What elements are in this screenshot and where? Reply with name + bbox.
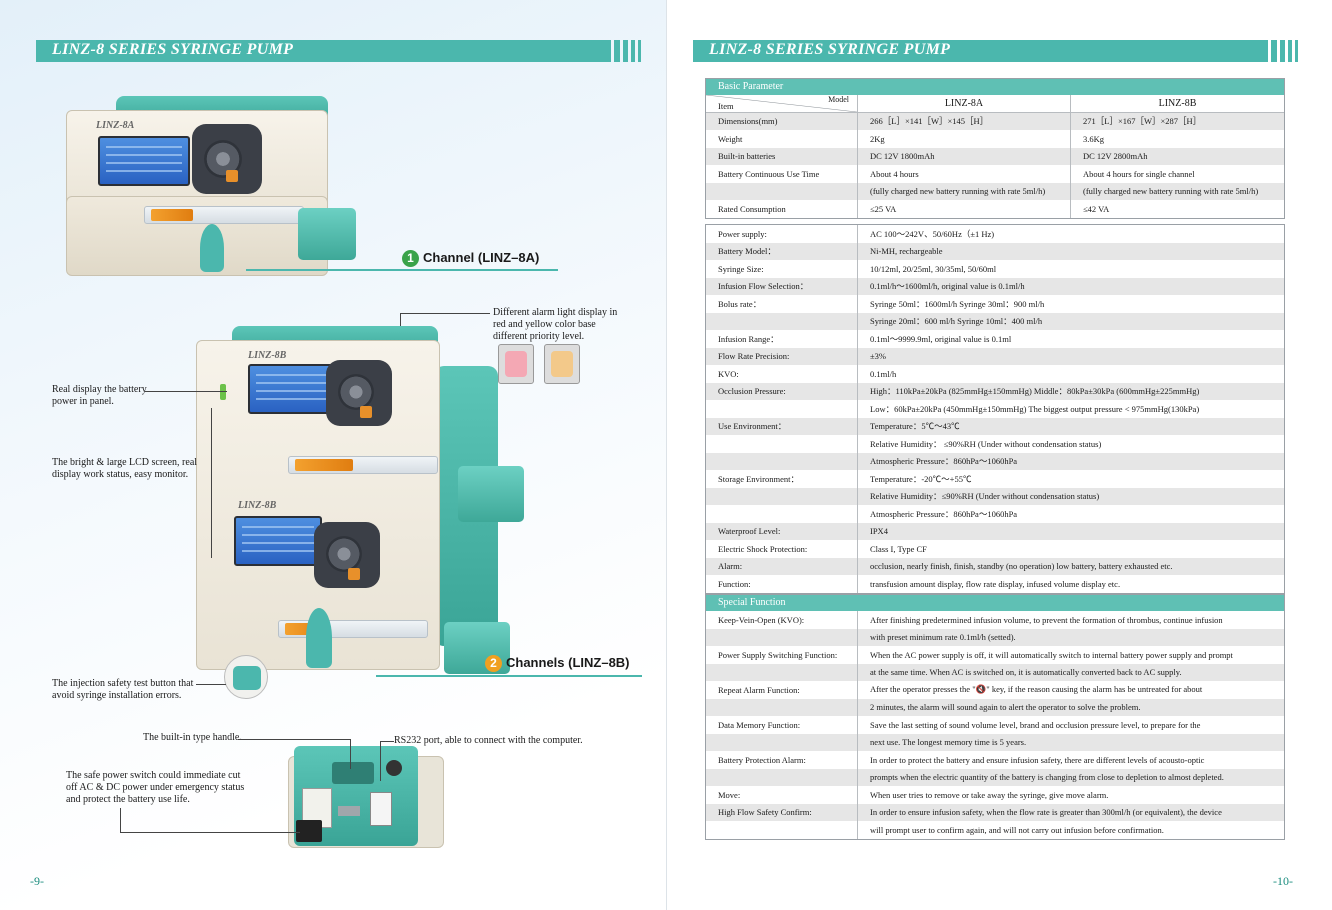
- basic-parameter-table: Basic Parameter Model Item LINZ-8A LINZ-…: [705, 78, 1285, 219]
- channel1-number-badge: 1: [402, 250, 419, 267]
- table-row: Repeat Alarm Function:After the operator…: [706, 681, 1284, 699]
- table-row: Data Memory Function:Save the last setti…: [706, 716, 1284, 734]
- pump-image-linz-8a: LINZ-8A: [66, 96, 366, 276]
- table-row: 2 minutes, the alarm will sound again to…: [706, 698, 1284, 716]
- table-row: Syringe Size:10/12ml, 20/25ml, 30/35ml, …: [706, 260, 1284, 278]
- callout-safety-test: The injection safety test button that av…: [52, 678, 194, 701]
- table-row: Infusion Flow Selection：0.1ml/h～1600ml/h…: [706, 277, 1284, 295]
- table-row: Alarm:occlusion, nearly finish, finish, …: [706, 557, 1284, 575]
- callout-power-switch: The safe power switch could immediate cu…: [66, 770, 245, 805]
- channel2-underline: [376, 675, 642, 677]
- table-row: Function:transfusion amount display, flo…: [706, 575, 1284, 593]
- page-title: LINZ-8 SERIES SYRINGE PUMP: [52, 41, 294, 58]
- table-row: Battery Model：Ni-MH, rechargeable: [706, 242, 1284, 260]
- special-function-header: Special Function: [706, 595, 1284, 611]
- table-row: Move:When user tries to remove or take a…: [706, 786, 1284, 804]
- right-page: LINZ-8 SERIES SYRINGE PUMP Basic Paramet…: [666, 0, 1332, 910]
- column-linz-8b: LINZ-8B: [1070, 95, 1284, 112]
- pump-model-label: LINZ-8A: [96, 120, 135, 131]
- table-row: Storage Environment：Temperature：-20℃～+55…: [706, 470, 1284, 488]
- page-number: -10-: [1273, 874, 1293, 888]
- title-stripes: [1271, 40, 1301, 62]
- table-row: (fully charged new battery running with …: [706, 182, 1284, 200]
- table-row: Power Supply Switching Function:When the…: [706, 646, 1284, 664]
- table-row: Dimensions(mm)266［L］×141［W］×145［H］271［L］…: [706, 112, 1284, 130]
- basic-parameter-header: Basic Parameter: [706, 79, 1284, 95]
- table-row: Low：60kPa±20kPa (450mmHg±150mmHg) The bi…: [706, 400, 1284, 418]
- table-row: Relative Humidity： ≤90%RH (Under without…: [706, 435, 1284, 453]
- pump-image-linz-8b: LINZ-8B LINZ-8B: [196, 326, 536, 680]
- red-alarm-light-swatch: [498, 344, 534, 384]
- table-row: next use. The longest memory time is 5 y…: [706, 733, 1284, 751]
- callout-alarm-light: Different alarm light display in red and…: [493, 307, 618, 342]
- table-row: Power supply:AC 100～242V、50/60Hz（±1 Hz): [706, 225, 1284, 243]
- table-row: prompts when the electric quantity of th…: [706, 768, 1284, 786]
- channel1-underline: [246, 269, 558, 271]
- page-number: -9-: [30, 874, 44, 888]
- page-title: LINZ-8 SERIES SYRINGE PUMP: [709, 41, 951, 58]
- table-row: Battery Protection Alarm:In order to pro…: [706, 751, 1284, 769]
- table-row: Use Environment：Temperature：5℃～43℃: [706, 417, 1284, 435]
- table-row: at the same time. When AC is switched on…: [706, 663, 1284, 681]
- pump-rear-view-image: [288, 742, 448, 854]
- table-row: Bolus rate：Syringe 50ml：1600ml/h Syringe…: [706, 295, 1284, 313]
- table-row: High Flow Safety Confirm:In order to ens…: [706, 803, 1284, 821]
- table-row: KVO:0.1ml/h: [706, 365, 1284, 383]
- page-title-bar: LINZ-8 SERIES SYRINGE PUMP: [693, 40, 1268, 62]
- table-row: Flow Rate Precision:±3%: [706, 347, 1284, 365]
- table-row: with preset minimum rate 0.1ml/h (setted…: [706, 628, 1284, 646]
- general-spec-table: Power supply:AC 100～242V、50/60Hz（±1 Hz) …: [705, 224, 1285, 594]
- table-row: Atmospheric Pressure：860hPa～1060hPa: [706, 505, 1284, 523]
- channel2-number-badge: 2: [485, 655, 502, 672]
- callout-lcd: The bright & large LCD screen, real disp…: [52, 457, 198, 480]
- special-function-table: Special Function Keep-Vein-Open (KVO):Af…: [705, 594, 1285, 840]
- table-row: Relative Humidity：≤90%RH (Under without …: [706, 487, 1284, 505]
- table-row: Rated Consumption≤25 VA≤42 VA: [706, 200, 1284, 218]
- table-row: Waterproof Level:IPX4: [706, 522, 1284, 540]
- table-row: Keep-Vein-Open (KVO):After finishing pre…: [706, 611, 1284, 629]
- callout-rs232: RS232 port, able to connect with the com…: [394, 735, 583, 746]
- table-row: Infusion Range：0.1ml～9999.9ml, original …: [706, 330, 1284, 348]
- special-function-rows: Keep-Vein-Open (KVO):After finishing pre…: [706, 611, 1284, 839]
- title-stripes: [614, 40, 644, 62]
- table-row: Occlusion Pressure:High：110kPa±20kPa (82…: [706, 382, 1284, 400]
- lcd-screen-lower: [234, 516, 322, 566]
- safety-test-button-inset: [224, 655, 268, 699]
- lcd-screen: [98, 136, 190, 186]
- table-row: Syringe 20ml：600 ml/h Syringe 10ml：400 m…: [706, 312, 1284, 330]
- table-row: will prompt user to confirm again, and w…: [706, 821, 1284, 839]
- table-row: Electric Shock Protection:Class I, Type …: [706, 540, 1284, 558]
- yellow-alarm-light-swatch: [544, 344, 580, 384]
- table-header-row: Model Item LINZ-8A LINZ-8B: [706, 95, 1284, 113]
- item-model-cell: Model Item: [706, 95, 858, 112]
- callout-handle: The built-in type handle.: [143, 732, 242, 743]
- basic-parameter-rows: Model Item LINZ-8A LINZ-8B Dimensions(mm…: [706, 95, 1284, 218]
- table-row: Atmospheric Pressure：860hPa～1060hPa: [706, 452, 1284, 470]
- page-title-bar: LINZ-8 SERIES SYRINGE PUMP: [36, 40, 611, 62]
- lcd-screen-upper: [248, 364, 336, 414]
- callout-battery: Real display the battery power in panel.: [52, 384, 147, 407]
- column-linz-8a: LINZ-8A: [944, 97, 984, 109]
